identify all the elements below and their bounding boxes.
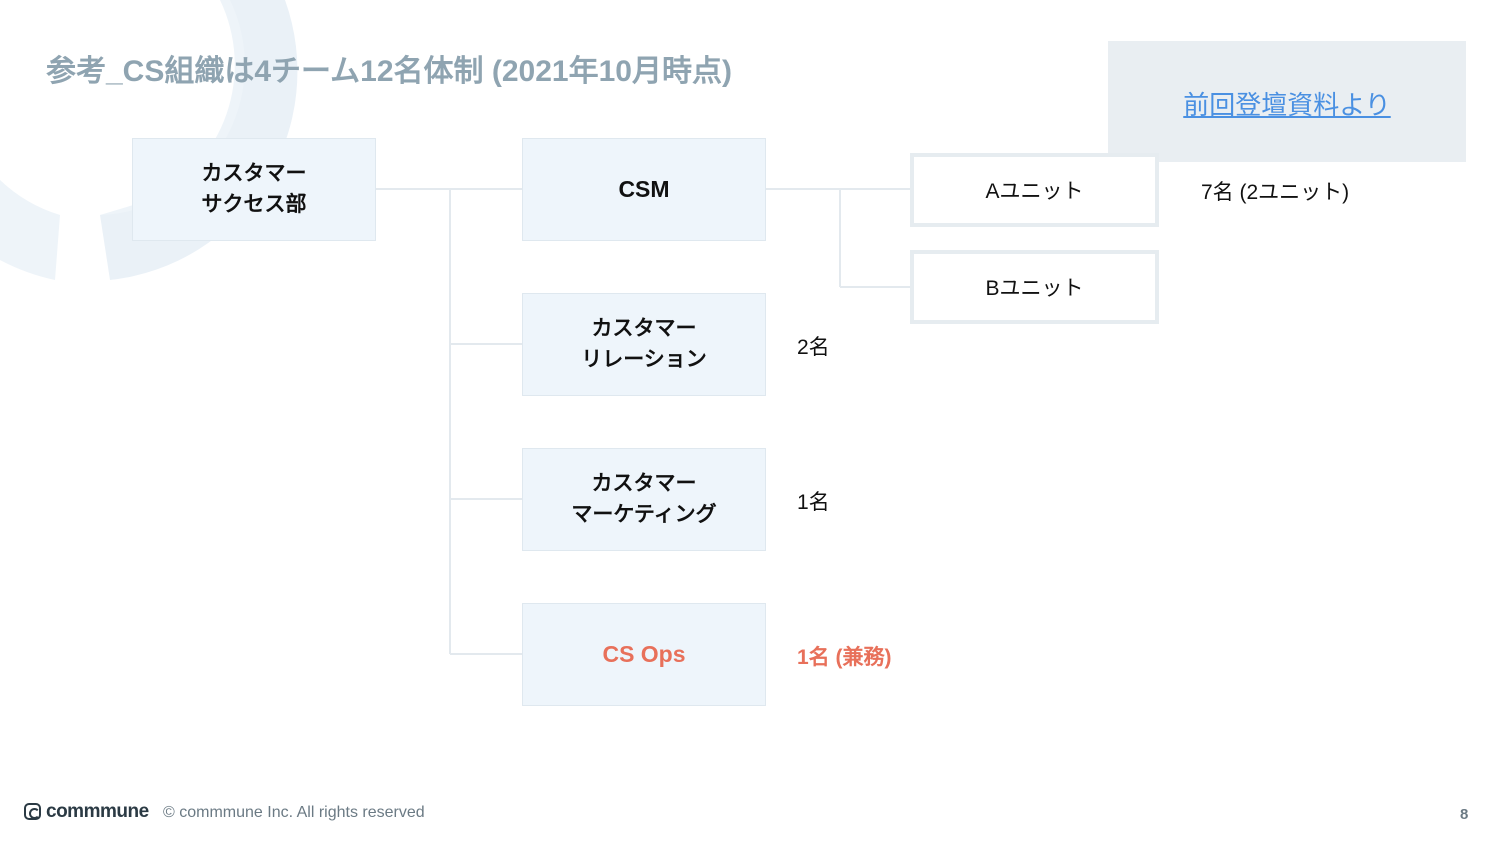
org-unit-label: Bユニット bbox=[985, 277, 1084, 300]
org-node-customer-success-dept: カスタマー サクセス部 bbox=[132, 138, 376, 241]
org-unit-label: Aユニット bbox=[985, 180, 1084, 203]
previous-talk-link[interactable]: 前回登壇資料より bbox=[1183, 90, 1391, 120]
footer-copyright: © commmune Inc. All rights reserved bbox=[163, 804, 425, 821]
org-node-customer-marketing: カスタマー マーケティング bbox=[522, 448, 766, 551]
org-node-label: カスタマー サクセス部 bbox=[201, 162, 307, 216]
headcount-cs-ops: 1名 (兼務) bbox=[797, 646, 892, 669]
org-node-customer-relations: カスタマー リレーション bbox=[522, 293, 766, 396]
slide-title: 参考_CS組織は4チーム12名体制 (2021年10月時点) bbox=[46, 55, 732, 88]
footer-brand-logo: commmune bbox=[46, 801, 149, 822]
org-node-label: CSM bbox=[618, 175, 670, 202]
org-node-label: カスタマー リレーション bbox=[581, 317, 707, 371]
commmune-logo-icon bbox=[24, 803, 41, 820]
org-unit-a: Aユニット bbox=[910, 153, 1159, 227]
org-node-csm: CSM bbox=[522, 138, 766, 241]
page-number: 8 bbox=[1460, 806, 1469, 823]
headcount-customer-marketing: 1名 bbox=[797, 491, 830, 514]
org-node-label: CS Ops bbox=[602, 640, 686, 667]
reference-note-box: 前回登壇資料より bbox=[1108, 41, 1466, 162]
org-unit-b: Bユニット bbox=[910, 250, 1159, 324]
org-node-cs-ops: CS Ops bbox=[522, 603, 766, 706]
headcount-customer-relations: 2名 bbox=[797, 336, 830, 359]
headcount-csm: 7名 (2ユニット) bbox=[1201, 181, 1350, 204]
org-node-label: カスタマー マーケティング bbox=[571, 472, 717, 526]
